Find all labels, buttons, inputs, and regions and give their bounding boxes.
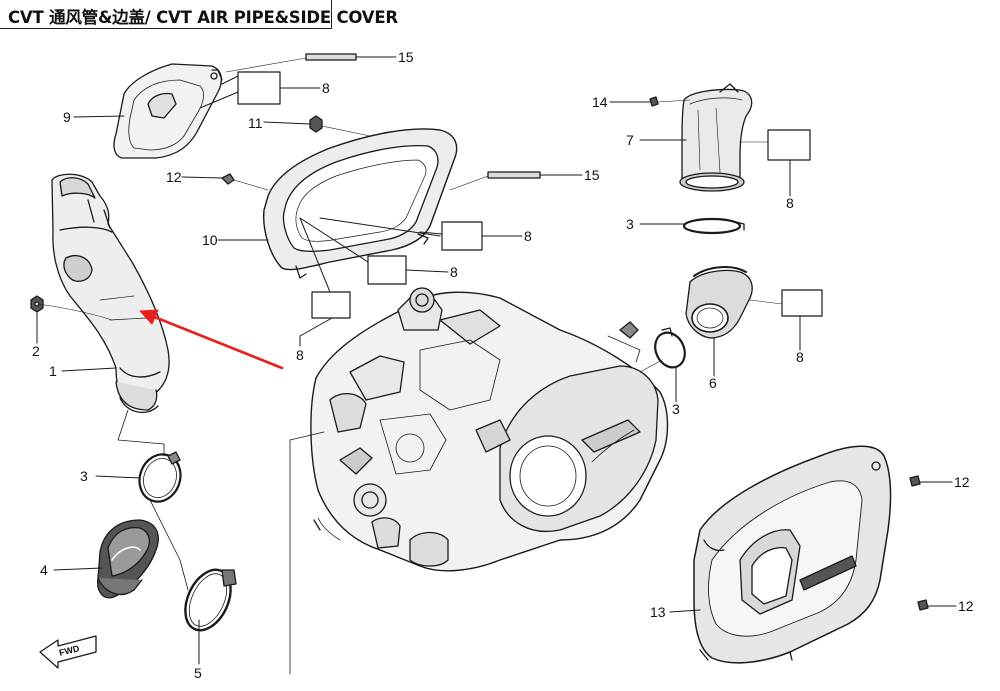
- part-8-boxes: [237, 71, 823, 319]
- engine-assembly: [310, 287, 669, 572]
- leader-lines: [36, 56, 957, 675]
- box-8-b: [441, 221, 483, 251]
- callout-3-right: 3: [626, 216, 634, 232]
- part-14-screw: [649, 96, 659, 107]
- callout-4: 4: [40, 562, 48, 578]
- part-12-screw-right-b: [917, 599, 929, 611]
- part-13-cvt-side-cover: [693, 445, 892, 664]
- callout-12-top: 12: [166, 169, 182, 185]
- callout-8-c: 8: [450, 264, 458, 280]
- part-3-clamp-middle: [654, 327, 686, 369]
- part-5-large-clamp: [184, 568, 237, 632]
- red-pointer-arrow: [139, 309, 284, 370]
- callout-9: 9: [63, 109, 71, 125]
- callout-14: 14: [592, 94, 608, 110]
- box-8-e: [767, 129, 811, 161]
- part-1-air-pipe: [51, 173, 170, 414]
- part-3-clamp-right-top: [682, 217, 745, 235]
- box-8-f: [781, 289, 823, 317]
- part-15-strip-mid: [487, 171, 541, 179]
- fwd-label: FWD: [58, 643, 81, 658]
- callout-12-right-b: 12: [958, 598, 974, 614]
- part-12-screw-right-a: [909, 475, 921, 487]
- callout-2: 2: [32, 343, 40, 359]
- callout-7: 7: [626, 132, 634, 148]
- callout-numbers: 1 2 3 4 5 9 8 15 11 12 15 10 8 8 8 14 7 …: [32, 49, 974, 681]
- part-10-frame-cover: [262, 128, 458, 279]
- callout-11: 11: [248, 115, 263, 131]
- box-8-c: [367, 255, 407, 285]
- callout-15-mid: 15: [584, 167, 600, 183]
- callout-8-f: 8: [796, 349, 804, 365]
- part-9-inner-cover: [113, 63, 223, 159]
- callout-6: 6: [709, 375, 717, 391]
- callout-13: 13: [650, 604, 666, 620]
- callout-8-e: 8: [786, 195, 794, 211]
- callout-3-left: 3: [80, 468, 88, 484]
- diagram-title-box: CVT 通风管&边盖/ CVT AIR PIPE&SIDE COVER: [0, 0, 398, 29]
- callout-15-top: 15: [398, 49, 414, 65]
- part-7-upper-duct: [679, 83, 753, 192]
- part-3-clamp-left: [138, 451, 182, 503]
- part-15-strip-top: [305, 53, 357, 61]
- part-4-rubber-boot: [97, 519, 159, 599]
- callout-8-a: 8: [322, 80, 330, 96]
- box-8-a: [237, 71, 281, 105]
- part-6-elbow-duct: [685, 266, 753, 339]
- box-8-d: [311, 291, 351, 319]
- callout-1: 1: [49, 363, 57, 379]
- callout-12-right-a: 12: [954, 474, 970, 490]
- callout-10: 10: [202, 232, 218, 248]
- callout-5: 5: [194, 665, 202, 681]
- callout-8-d: 8: [296, 347, 304, 363]
- part-12-screw-top: [221, 173, 235, 185]
- diagram-title: CVT 通风管&边盖/ CVT AIR PIPE&SIDE COVER: [8, 8, 398, 27]
- fwd-arrow-indicator: FWD: [39, 635, 97, 669]
- callout-3-middle: 3: [672, 401, 680, 417]
- callout-8-b: 8: [524, 228, 532, 244]
- part-11-nut: [309, 115, 323, 133]
